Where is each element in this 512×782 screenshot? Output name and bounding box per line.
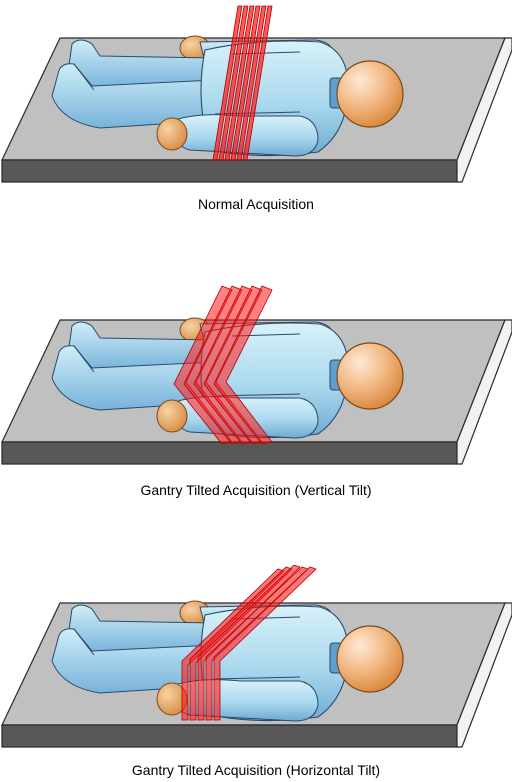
caption-vertical-tilt: Gantry Tilted Acquisition (Vertical Tilt…	[140, 482, 372, 498]
slice-6	[242, 5, 273, 161]
panel-horizontal-tilt: Gantry Tilted Acquisition (Horizontal Ti…	[0, 565, 512, 782]
slice-4	[230, 5, 261, 161]
horizontal-tilt-slices	[181, 565, 317, 721]
slice-5	[236, 5, 267, 161]
slice-1	[212, 5, 243, 161]
slice-3	[197, 565, 301, 721]
caption-normal-acquisition: Normal Acquisition	[198, 196, 314, 212]
vertical-tilt-slices	[173, 285, 273, 445]
slice-5	[213, 285, 273, 445]
slice-2	[189, 566, 293, 721]
slice-3	[224, 5, 255, 161]
normal-acquisition-diagram	[1, 5, 512, 183]
horizontal-tilt-diagram	[1, 565, 512, 748]
panel-normal-acquisition: Normal Acquisition	[0, 0, 512, 225]
slice-5	[213, 566, 317, 721]
panel-vertical-tilt: Gantry Tilted Acquisition (Vertical Tilt…	[0, 282, 512, 507]
vertical-tilt-diagram	[1, 285, 512, 465]
slice-4	[205, 566, 309, 721]
slice-2	[218, 5, 249, 161]
normal-slices	[212, 5, 273, 161]
slice-1	[181, 568, 285, 721]
caption-horizontal-tilt: Gantry Tilted Acquisition (Horizontal Ti…	[131, 762, 381, 778]
